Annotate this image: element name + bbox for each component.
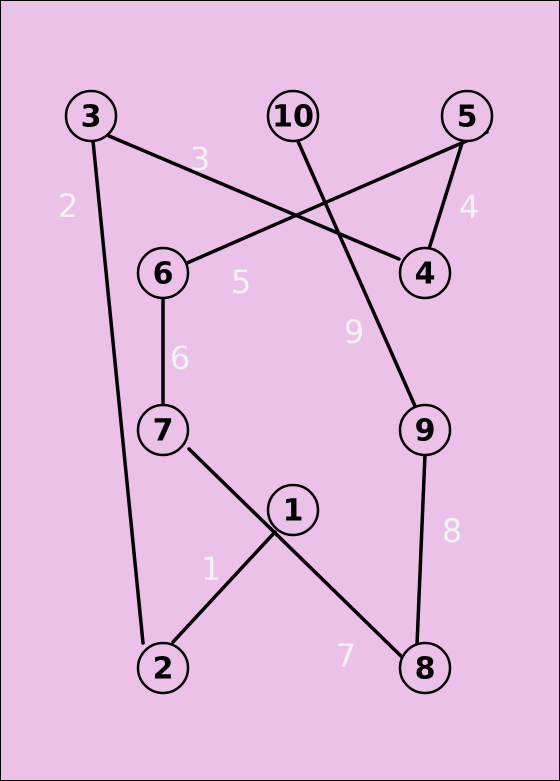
node-8: 8 [398,641,452,695]
node-label: 3 [81,100,102,135]
node-circle [64,89,118,143]
node-2: 2 [136,641,190,695]
edge-10-9 [295,137,417,408]
node-circle [398,641,452,695]
node-circle [440,89,494,143]
edge-weight-7-8: 7 [336,637,356,675]
node-circle [136,641,190,695]
edge-weight-10-9: 9 [344,313,364,351]
node-6: 6 [136,246,190,300]
node-label: 2 [153,652,174,687]
edge-9-8 [415,452,427,647]
node-circle [136,403,190,457]
edge-7-8 [187,447,405,660]
edge-3-2 [91,139,145,645]
node-1: 1 [266,483,320,537]
node-5: 5 [440,89,494,143]
node-label: 7 [153,414,174,449]
edge-weight-3-4: 3 [190,140,210,178]
edge-weight-1-2: 1 [201,550,221,588]
node-10: 10 [266,89,320,143]
edge-1-2 [171,530,277,644]
node-label: 10 [272,100,314,135]
node-circle [136,246,190,300]
edge-weight-5-4: 4 [459,188,479,226]
edge-weight-6-7: 6 [170,339,190,377]
node-circle [398,246,452,300]
edge-5-4 [427,138,465,251]
node-circle [266,483,320,537]
edge-3-4 [107,134,401,261]
edge-weight-9-8: 8 [442,512,462,550]
node-label: 1 [283,494,304,529]
node-label: 6 [153,257,174,292]
node-7: 7 [136,403,190,457]
node-label: 5 [457,100,478,135]
node-circle [398,403,452,457]
node-label: 9 [415,414,436,449]
node-label: 8 [415,652,436,687]
edge-5-6 [185,130,489,265]
node-9: 9 [398,403,452,457]
edge-weight-3-2: 2 [58,187,78,225]
node-3: 3 [64,89,118,143]
node-circle [266,89,320,143]
node-label: 4 [415,257,436,292]
node-4: 4 [398,246,452,300]
edge-weight-5-6: 5 [231,263,251,301]
